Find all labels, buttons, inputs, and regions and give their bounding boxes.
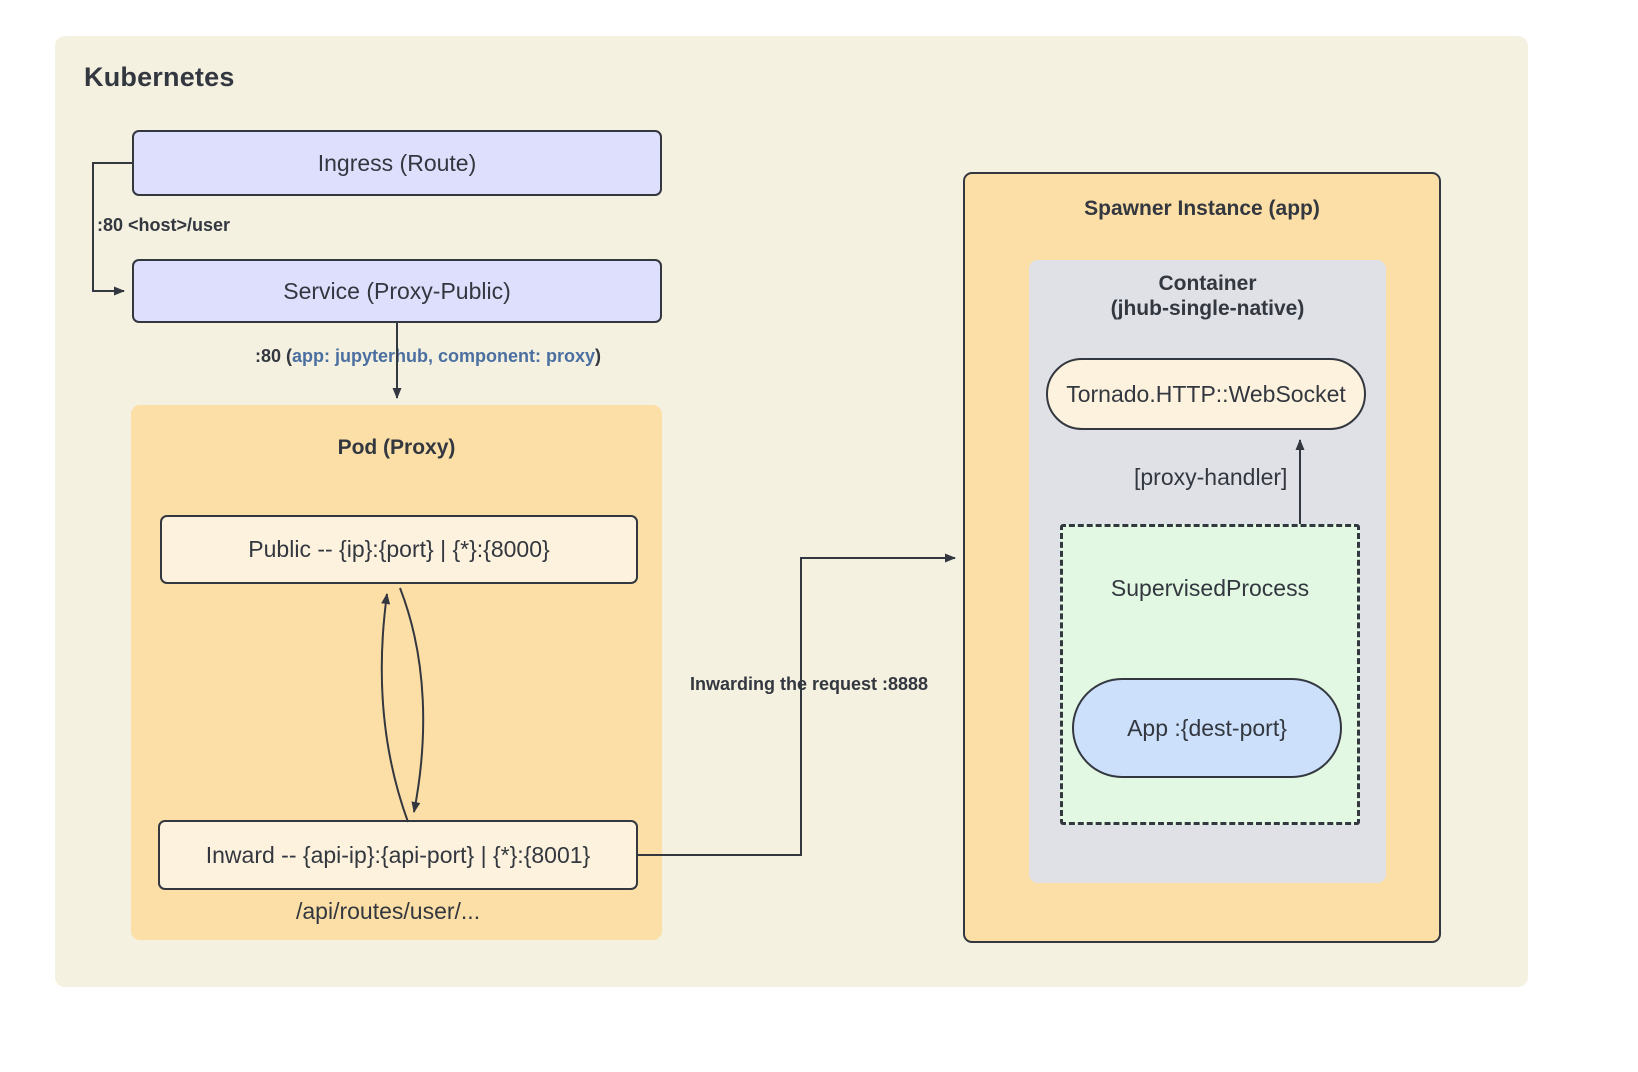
kubernetes-frame-title: Kubernetes <box>84 62 235 92</box>
node-public-label: Public -- {ip}:{port} | {*}:{8000} <box>248 536 550 562</box>
node-ingress[interactable]: Ingress (Route) <box>132 130 662 196</box>
edge-label-prefix: :80 ( <box>255 346 293 366</box>
edge-label-proxy-handler: [proxy-handler] <box>1134 464 1288 490</box>
group-container-title: Container (jhub-single-native) <box>1029 272 1386 322</box>
group-pod-proxy-title: Pod (Proxy) <box>337 436 456 459</box>
node-public[interactable]: Public -- {ip}:{port} | {*}:{8000} <box>160 515 638 584</box>
group-container-title-line1: Container <box>1158 272 1257 295</box>
node-ingress-label: Ingress (Route) <box>317 149 477 176</box>
node-service-label: Service (Proxy-Public) <box>283 277 511 304</box>
group-container-title-line2: (jhub-single-native) <box>1110 296 1305 320</box>
node-inward-label: Inward -- {api-ip}:{api-port} | {*}:{800… <box>205 841 591 868</box>
node-inward[interactable]: Inward -- {api-ip}:{api-port} | {*}:{800… <box>158 820 638 890</box>
node-service[interactable]: Service (Proxy-Public) <box>132 259 662 323</box>
group-spawner-instance-title: Spawner Instance (app) <box>1084 197 1320 220</box>
edge-label-suffix: ) <box>595 346 602 366</box>
node-tornado-websocket-label: Tornado.HTTP::WebSocket <box>1066 380 1346 407</box>
edge-label-inward-to-spawner: Inwarding the request :8888 <box>690 674 929 694</box>
node-app[interactable]: App :{dest-port} <box>1072 678 1342 778</box>
edge-label-accent: app: jupyterhub, component: proxy <box>292 346 596 366</box>
group-supervised-process-label: SupervisedProcess <box>1110 575 1310 601</box>
edge-label-ingress-to-service: :80 <host>/user <box>97 215 231 235</box>
label-api-routes: /api/routes/user/... <box>296 898 481 924</box>
node-app-label: App :{dest-port} <box>1127 714 1287 741</box>
group-supervised-process: SupervisedProcess <box>1060 524 1360 825</box>
node-tornado-websocket[interactable]: Tornado.HTTP::WebSocket <box>1046 358 1366 430</box>
edge-label-service-to-pod: :80 (app: jupyterhub, component: proxy) <box>255 346 601 367</box>
